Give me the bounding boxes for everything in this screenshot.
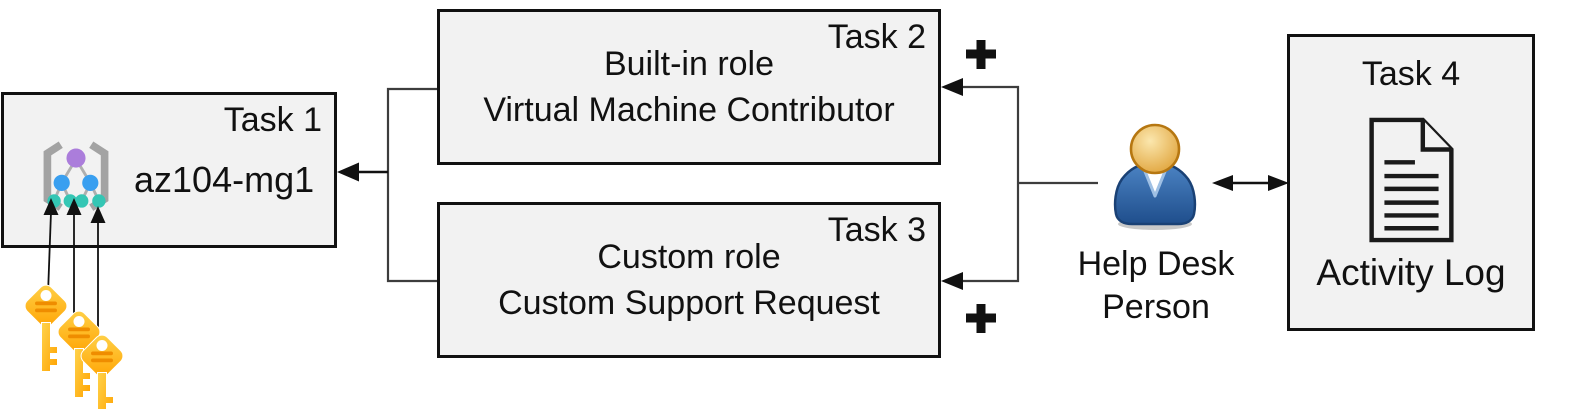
- task3-box: Task 3 Custom role Custom Support Reques…: [437, 202, 941, 358]
- task2-box: Task 2 Built-in role Virtual Machine Con…: [437, 9, 941, 165]
- plus-icon-top: [966, 40, 996, 69]
- key-arrow-heads: [43, 198, 106, 223]
- task2-role-name: Virtual Machine Contributor: [483, 91, 895, 129]
- key-icon: [80, 334, 124, 409]
- task4-label: Task 4: [1361, 55, 1461, 93]
- arrow-to-task2-head: [941, 78, 963, 96]
- task1-box: Task 1 az104-mg1: [1, 92, 337, 248]
- arrow-person-task4-right-head: [1268, 175, 1289, 191]
- task2-role-type: Built-in role: [603, 45, 775, 83]
- task4-box: Task 4 Activity Log: [1287, 34, 1535, 331]
- arrow-person-task4-left-head: [1212, 175, 1233, 191]
- key-arrow-lines: [47, 211, 99, 342]
- arrow-to-task3-head: [941, 272, 963, 290]
- task3-text: Custom role Custom Support Request: [440, 205, 938, 355]
- task3-label: Task 3: [827, 211, 926, 249]
- arrow-to-task1-head: [337, 162, 359, 182]
- task4-caption: Activity Log: [1316, 252, 1506, 293]
- task1-content: az104-mg1: [34, 139, 314, 221]
- task2-text: Built-in role Virtual Machine Contributo…: [440, 12, 938, 162]
- task1-label: Task 1: [223, 101, 322, 139]
- plus-icon-bottom: [966, 304, 996, 333]
- left-bracket-connector: [386, 87, 437, 283]
- task2-label: Task 2: [827, 18, 926, 56]
- key-icon: [24, 284, 68, 372]
- person-label: Help Desk Person: [1046, 243, 1266, 329]
- management-group-name: az104-mg1: [134, 159, 315, 200]
- document-icon: [1369, 117, 1454, 243]
- right-bracket-connector: [962, 85, 1098, 283]
- person-label-line2: Person: [1102, 288, 1210, 326]
- task3-role-name: Custom Support Request: [498, 284, 880, 322]
- task3-role-type: Custom role: [597, 238, 781, 276]
- person-label-line1: Help Desk: [1077, 245, 1235, 283]
- management-group-icon: [43, 141, 109, 211]
- person-icon: [1113, 123, 1197, 230]
